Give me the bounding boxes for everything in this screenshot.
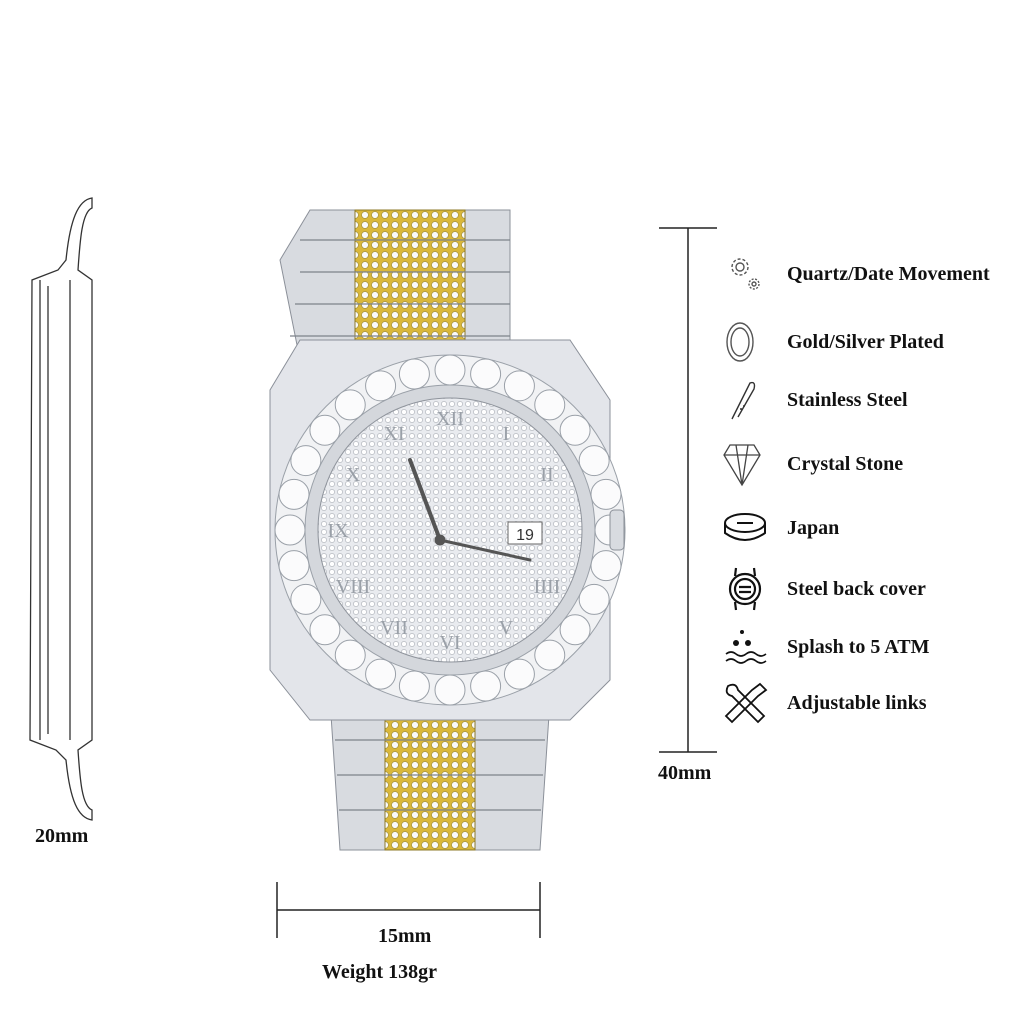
hour-marker: II <box>540 464 553 486</box>
bezel-stone <box>365 658 397 690</box>
hour-marker: I <box>503 423 510 445</box>
bezel-stone <box>278 478 310 510</box>
crown <box>609 509 625 551</box>
bezel-stone <box>309 414 341 446</box>
hour-marker: X <box>346 464 361 486</box>
hour-marker: VIII <box>336 576 370 598</box>
wrench-screwdriver-icon <box>724 682 768 724</box>
bezel-stone <box>434 354 466 386</box>
pave-dial <box>317 397 583 663</box>
hour-marker: VII <box>380 617 408 639</box>
feature-label: Gold/Silver Plated <box>787 330 944 353</box>
hour-marker: V <box>499 617 514 639</box>
bezel-stone <box>309 614 341 646</box>
bezel-stone <box>503 370 535 402</box>
bezel-stone <box>578 445 610 477</box>
bezel-stone <box>290 445 322 477</box>
bezel-stone <box>590 550 622 582</box>
bezel-stone <box>365 370 397 402</box>
bezel-stone <box>434 674 466 706</box>
feature-water: Splash to 5 ATM <box>722 625 929 669</box>
bezel-stone <box>278 550 310 582</box>
feature-label: Crystal Stone <box>787 452 904 475</box>
case-outline-icon <box>726 322 754 362</box>
bezel-stone <box>559 414 591 446</box>
bezel-stone <box>398 358 430 390</box>
bezel-stone <box>470 358 502 390</box>
width-dimension-line <box>276 882 541 938</box>
bezel-stone <box>590 478 622 510</box>
hour-marker: IX <box>327 520 349 542</box>
feature-label: Stainless Steel <box>787 388 908 411</box>
bezel-stone <box>534 389 566 421</box>
height-label: 40mm <box>658 762 712 784</box>
feature-links: Adjustable links <box>722 681 927 725</box>
bezel-stone <box>290 583 322 615</box>
hour-marker: IIII <box>534 576 561 598</box>
bezel-stone <box>503 658 535 690</box>
water-drops-icon <box>725 630 767 664</box>
date-window <box>507 521 543 545</box>
feature-label: Steel back cover <box>787 577 926 600</box>
feature-back-cover: Steel back cover <box>722 567 926 611</box>
bezel-stone <box>274 514 306 546</box>
bezel-stone <box>578 583 610 615</box>
bezel-stones <box>274 354 626 706</box>
thickness-label: 20mm <box>35 825 89 847</box>
gears-icon <box>731 258 760 290</box>
bezel-stone <box>534 639 566 671</box>
bezel-stone <box>334 389 366 421</box>
feature-steel: Stainless Steel <box>722 378 908 422</box>
height-dimension-line <box>659 227 717 753</box>
bezel-stone <box>334 639 366 671</box>
battery-icon <box>724 513 766 541</box>
feature-crystal: Crystal Stone <box>722 442 904 487</box>
feature-label: Japan <box>787 516 840 539</box>
diamond-icon <box>723 444 761 487</box>
watch-hands <box>408 458 532 562</box>
bezel-stone <box>470 670 502 702</box>
side-profile-outline <box>29 197 93 821</box>
bracelet-bottom <box>329 699 551 851</box>
hour-marker: XI <box>383 423 404 445</box>
width-label: 15mm <box>378 925 432 947</box>
weight-label: Weight 138gr <box>322 961 437 983</box>
feature-label: Quartz/Date Movement <box>787 262 990 285</box>
date-value: 19 <box>516 527 534 544</box>
hour-marker: VI <box>439 632 460 654</box>
hour-marker: XII <box>436 408 464 430</box>
steel-bar-icon <box>731 381 756 420</box>
feature-label: Splash to 5 ATM <box>787 635 930 658</box>
feature-japan: Japan <box>722 506 839 550</box>
bezel-stone <box>398 670 430 702</box>
feature-label: Adjustable links <box>787 691 927 714</box>
feature-movement: Quartz/Date Movement <box>722 252 990 296</box>
watch-back-icon <box>728 567 762 611</box>
feature-plating: Gold/Silver Plated <box>722 320 944 364</box>
bezel-stone <box>559 614 591 646</box>
